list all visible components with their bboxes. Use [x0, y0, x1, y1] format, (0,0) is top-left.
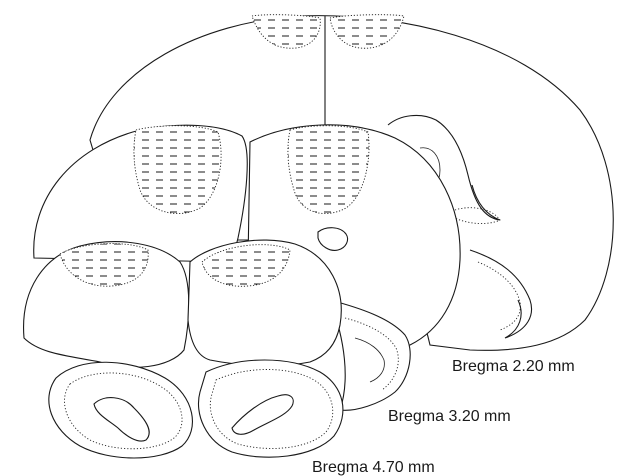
label-bregma-220: Bregma 2.20 mm — [452, 358, 575, 375]
label-bregma-320: Bregma 3.20 mm — [388, 408, 511, 425]
section-bregma-470 — [24, 240, 343, 458]
section-470-left-bulb — [49, 362, 193, 458]
section-470-right-bulb — [198, 360, 342, 457]
label-bregma-470: Bregma 4.70 mm — [312, 459, 435, 476]
section-320-shade-left — [134, 126, 221, 214]
